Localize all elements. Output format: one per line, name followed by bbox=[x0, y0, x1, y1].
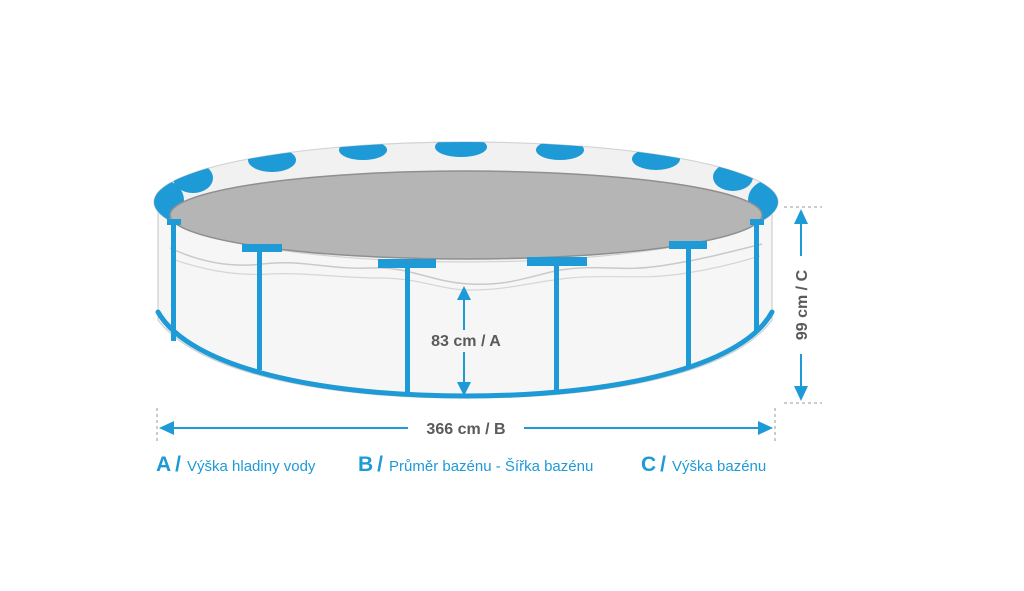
dimension-a: 83 cm / A bbox=[420, 286, 512, 396]
water-line bbox=[169, 243, 763, 286]
legend-text: Výška hladiny vody bbox=[187, 458, 316, 475]
legend-slash: / bbox=[175, 453, 182, 476]
legend-letter: B bbox=[358, 453, 374, 476]
pool-floor bbox=[169, 170, 763, 260]
dimension-b: 366 cm / B bbox=[156, 408, 776, 444]
legend-text: Průměr bazénu - Šířka bazénu bbox=[389, 458, 594, 475]
legend-letter: C bbox=[641, 453, 657, 476]
dimension-a-label: 83 cm / A bbox=[431, 333, 501, 350]
pool-posts bbox=[167, 219, 764, 394]
bottom-rim bbox=[155, 309, 775, 399]
dimension-c-label: 99 cm / C bbox=[794, 269, 811, 340]
legend-item-c: C/ Výška bazénu bbox=[641, 451, 766, 479]
legend-item-b: B/ Průměr bazénu - Šířka bazénu bbox=[358, 451, 593, 479]
legend-slash: / bbox=[377, 453, 384, 476]
legend-text: Výška bazénu bbox=[672, 458, 767, 475]
water-line-2 bbox=[174, 255, 761, 291]
dimension-c: 99 cm / C bbox=[784, 206, 822, 404]
legend-letter: A bbox=[156, 453, 172, 476]
legend-slash: / bbox=[660, 453, 667, 476]
legend-item-a: A/ Výška hladiny vody bbox=[156, 451, 315, 479]
dimension-b-label: 366 cm / B bbox=[426, 421, 505, 438]
